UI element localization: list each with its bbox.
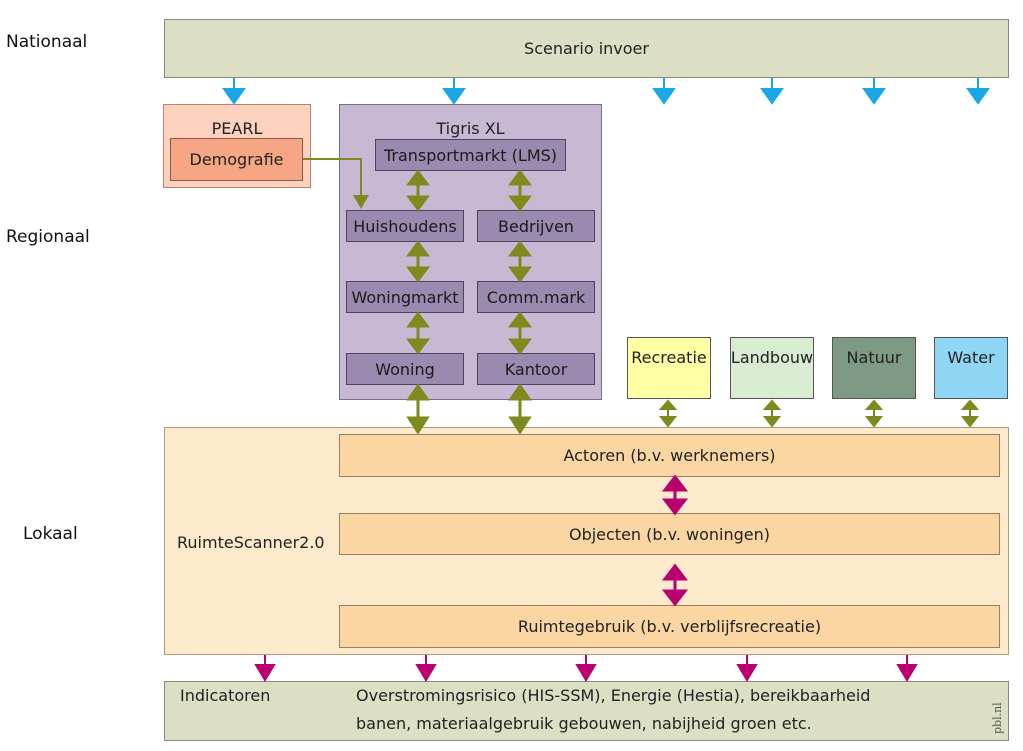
ruimtegebruik-label: Ruimtegebruik (b.v. verblijfsrecreatie) — [517, 617, 822, 636]
commmark-label: Comm.mark — [486, 287, 586, 307]
indicatoren-box: Indicatoren Overstromingsrisico (HIS-SSM… — [164, 681, 1009, 741]
woningmarkt-label: Woningmarkt — [351, 287, 459, 307]
woning-label: Woning — [375, 359, 435, 379]
demografie-label: Demografie — [189, 150, 284, 169]
transportmarkt-box: Transportmarkt (LMS) — [375, 139, 566, 171]
indicator-arrow-5 — [896, 655, 918, 682]
objecten-ruimtegebruik-arrow — [661, 563, 689, 607]
scenario-arrow-5 — [862, 78, 886, 105]
level-label-national: Nationaal — [6, 32, 88, 52]
bedrijven-box: Bedrijven — [477, 210, 595, 242]
scenario-arrow-6 — [966, 78, 990, 105]
ruimtescanner-title: RuimteScanner2.0 — [177, 533, 325, 552]
kantoor-label: Kantoor — [504, 359, 568, 379]
tigris-arrow-right-2 — [508, 240, 532, 283]
tigris-arrow-right-1 — [508, 169, 532, 212]
landbouw-box: Landbouw — [730, 337, 814, 399]
kantoor-box: Kantoor — [477, 353, 595, 385]
tigris-arrow-left-4 — [406, 383, 430, 435]
indicatoren-title: Indicatoren — [180, 686, 271, 705]
demografie-arrow-head — [353, 195, 369, 209]
pearl-title: PEARL — [211, 119, 263, 138]
demografie-to-huishoudens-arrow — [303, 158, 362, 196]
natuur-box: Natuur — [832, 337, 916, 399]
tigris-arrow-right-3 — [508, 311, 532, 355]
landbouw-label: Landbouw — [730, 348, 814, 367]
objecten-box: Objecten (b.v. woningen) — [339, 513, 1000, 555]
recreatie-label: Recreatie — [631, 348, 707, 367]
actoren-box: Actoren (b.v. werknemers) — [339, 434, 1000, 477]
tigris-arrow-left-3 — [406, 311, 430, 355]
scenario-input-label: Scenario invoer — [524, 39, 649, 58]
tigris-arrow-left-2 — [406, 240, 430, 283]
recreatie-box: Recreatie — [627, 337, 711, 399]
woning-box: Woning — [346, 353, 464, 385]
recreatie-arrow — [658, 399, 678, 428]
scenario-input-box: Scenario invoer — [164, 19, 1009, 78]
natuur-arrow — [864, 399, 884, 428]
scenario-arrow-2 — [442, 78, 466, 105]
indicatoren-line2: banen, materiaalgebruik gebouwen, nabijh… — [356, 714, 812, 733]
level-label-regional: Regionaal — [6, 227, 90, 247]
tigris-xl-title: Tigris XL — [436, 119, 505, 138]
indicator-arrow-1 — [254, 655, 276, 682]
huishoudens-box: Huishoudens — [346, 210, 464, 242]
indicator-arrow-3 — [575, 655, 597, 682]
tigris-arrow-right-4 — [508, 383, 532, 435]
indicator-arrow-4 — [736, 655, 758, 682]
bedrijven-label: Bedrijven — [498, 216, 574, 236]
actoren-label: Actoren (b.v. werknemers) — [563, 446, 776, 465]
actoren-objecten-arrow — [661, 474, 689, 516]
transportmarkt-label: Transportmarkt (LMS) — [383, 145, 558, 165]
huishoudens-label: Huishoudens — [353, 216, 457, 236]
ruimtegebruik-box: Ruimtegebruik (b.v. verblijfsrecreatie) — [339, 605, 1000, 648]
commmark-box: Comm.mark — [477, 281, 595, 313]
indicatoren-line1: Overstromingsrisico (HIS-SSM), Energie (… — [356, 686, 871, 705]
natuur-label: Natuur — [846, 348, 902, 367]
landbouw-arrow — [762, 399, 782, 428]
water-label: Water — [947, 348, 995, 367]
scenario-arrow-3 — [652, 78, 676, 105]
objecten-label: Objecten (b.v. woningen) — [568, 524, 771, 544]
scenario-arrow-1 — [222, 78, 246, 105]
scenario-arrow-4 — [760, 78, 784, 105]
woningmarkt-box: Woningmarkt — [346, 281, 464, 313]
level-label-local: Lokaal — [23, 524, 78, 544]
water-arrow — [960, 399, 980, 428]
tigris-arrow-left-1 — [406, 169, 430, 212]
water-box: Water — [934, 337, 1008, 399]
demografie-box: Demografie — [170, 138, 303, 181]
indicator-arrow-2 — [415, 655, 437, 682]
